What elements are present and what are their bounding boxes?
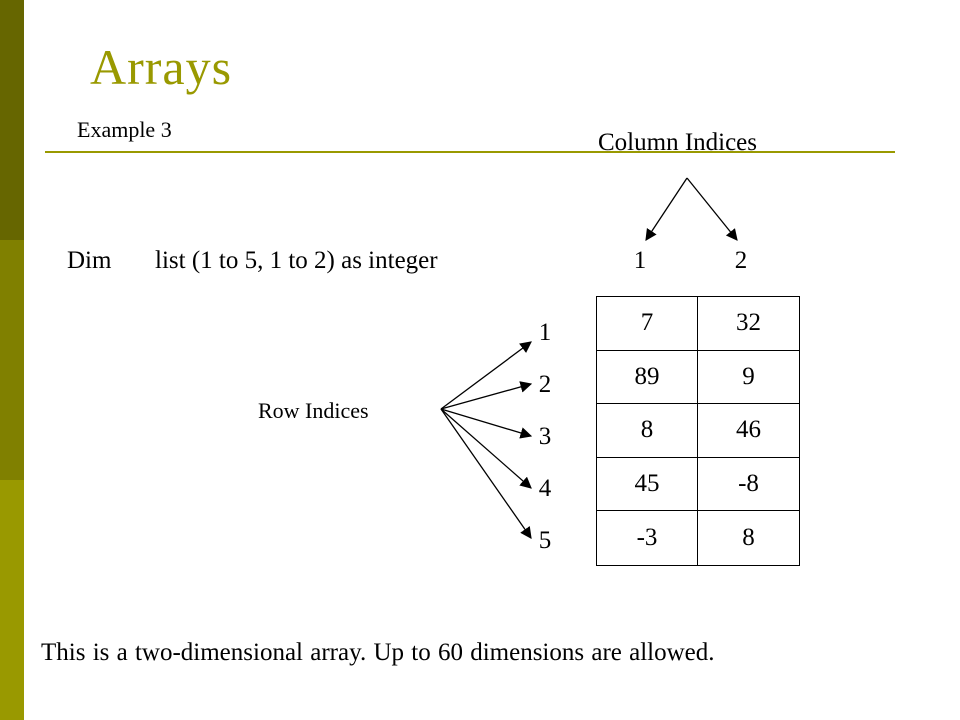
row-arrow-3 [440, 408, 533, 439]
row-index-5: 5 [538, 527, 552, 554]
row-index-1: 1 [538, 319, 552, 346]
array-cell: 9 [698, 351, 799, 405]
dim-declaration: list (1 to 5, 1 to 2) as integer [155, 247, 438, 274]
array-cell: 89 [597, 350, 698, 405]
column-indices-heading: Column Indices [598, 129, 758, 156]
column-arrow-2 [686, 177, 738, 241]
row-arrow-4 [440, 408, 532, 489]
sidebar-stripe-top [0, 0, 24, 240]
sidebar-stripe-bottom [0, 480, 24, 720]
row-index-3: 3 [538, 423, 552, 450]
array-cell: 32 [698, 297, 799, 351]
column-index-2: 2 [734, 247, 748, 274]
example-label: Example 3 [77, 117, 172, 142]
row-arrow-2 [440, 381, 533, 410]
array-cell: 45 [597, 457, 698, 512]
column-arrow-1 [645, 177, 688, 241]
array-cell: 46 [698, 404, 799, 458]
row-index-2: 2 [538, 371, 552, 398]
footer-note: This is a two-dimensional array. Up to 6… [41, 639, 715, 666]
row-indices-heading: Row Indices [258, 398, 369, 423]
array-cell: -8 [698, 458, 799, 512]
sidebar-stripe-middle [0, 240, 24, 480]
dim-keyword: Dim [67, 247, 112, 274]
array-cell: 7 [597, 297, 698, 351]
title-divider [45, 151, 895, 153]
array-grid: 7 32 89 9 8 46 45 -8 -3 8 [596, 296, 800, 566]
column-index-1: 1 [633, 247, 647, 274]
row-arrow-1 [440, 341, 532, 410]
array-cell: 8 [742, 524, 755, 552]
array-cell: 8 [597, 404, 698, 458]
row-index-4: 4 [538, 475, 552, 502]
row-arrow-5 [440, 408, 532, 539]
array-cell: -3 [597, 511, 698, 565]
slide-title: Arrays [90, 39, 233, 95]
